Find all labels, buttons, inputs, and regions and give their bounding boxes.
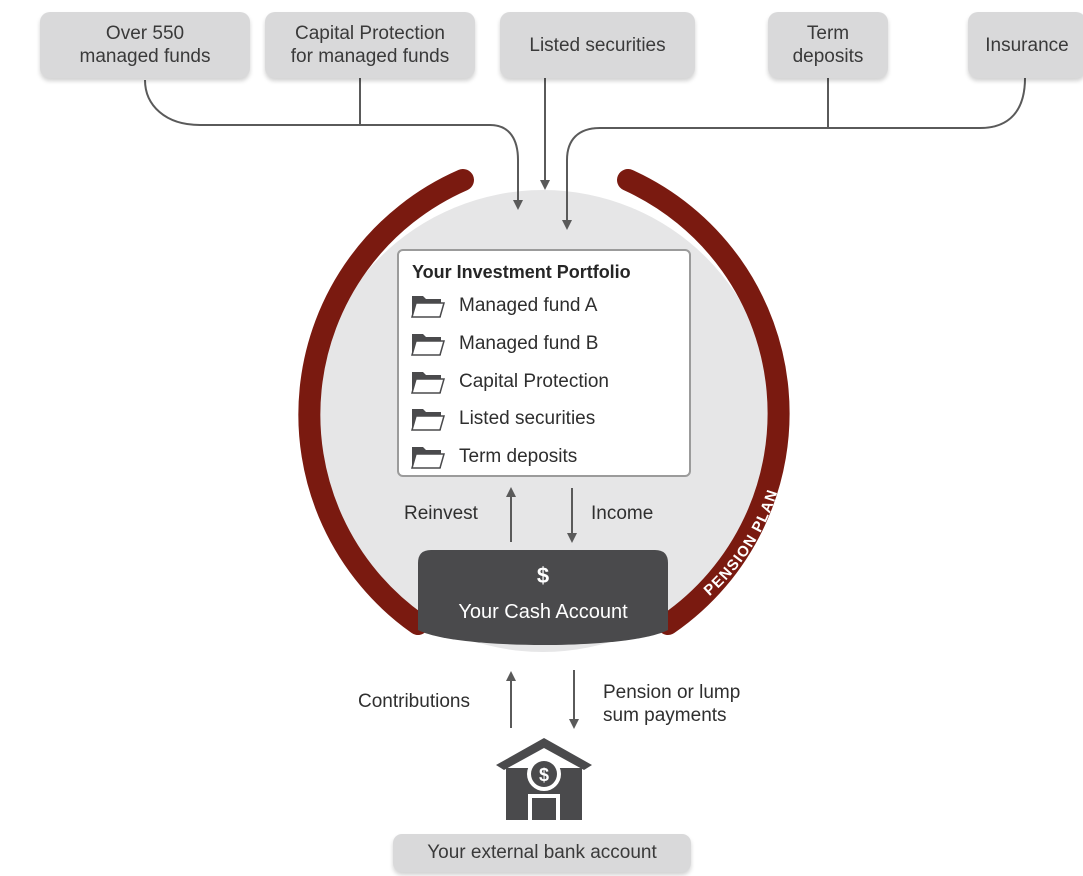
external-bank-account-label: Your external bank account [427, 842, 657, 863]
source-insurance-label: Insurance [985, 34, 1069, 56]
source-listed-securities: Listed securities [500, 12, 695, 78]
folder-icon [411, 296, 445, 318]
source-term-deposits: Term deposits [768, 12, 888, 78]
source-connectors [144, 77, 1026, 230]
source-capital-protection-label: Capital Protection for managed funds [290, 23, 450, 67]
portfolio-item: Capital Protection [411, 367, 609, 397]
portfolio-item: Managed fund B [411, 329, 598, 359]
portfolio-item-label: Term deposits [459, 446, 578, 467]
source-managed-funds-label: Over 550 managed funds [79, 23, 211, 67]
pension-plan-ring [617, 169, 790, 635]
portfolio-title: Your Investment Portfolio [412, 262, 631, 282]
source-managed-funds: Over 550 managed funds [40, 12, 250, 78]
investment-portfolio-box: Your Investment Portfolio Managed fund A… [397, 249, 691, 477]
source-listed-securities-label: Listed securities [529, 34, 666, 56]
payments-label: Pension or lump sum payments [603, 682, 741, 726]
source-insurance: Insurance [968, 12, 1083, 78]
portfolio-item: Term deposits [411, 442, 577, 472]
folder-icon [411, 409, 445, 431]
income-label: Income [591, 503, 654, 524]
portfolio-item: Managed fund A [411, 291, 597, 321]
reinvest-label: Reinvest [404, 503, 478, 524]
bank-icon: $ [496, 738, 592, 820]
folder-icon [411, 334, 445, 356]
portfolio-item-label: Managed fund B [459, 333, 599, 354]
folder-icon [411, 372, 445, 394]
portfolio-item-label: Capital Protection [459, 371, 609, 392]
portfolio-item: Listed securities [411, 404, 595, 434]
portfolio-item-label: Listed securities [459, 408, 596, 429]
source-term-deposits-label: Term deposits [792, 23, 864, 67]
cash-symbol: $ [536, 563, 550, 588]
cash-account-label: Your Cash Account [458, 601, 628, 623]
svg-text:$: $ [539, 765, 549, 785]
source-capital-protection: Capital Protection for managed funds [265, 12, 475, 78]
portfolio-item-label: Managed fund A [459, 295, 598, 316]
external-bank-account-box: Your external bank account [393, 834, 691, 872]
personal-super-plan-ring [298, 169, 474, 635]
contributions-label: Contributions [358, 691, 470, 712]
cash-account-box [418, 550, 668, 645]
folder-icon [411, 447, 445, 469]
